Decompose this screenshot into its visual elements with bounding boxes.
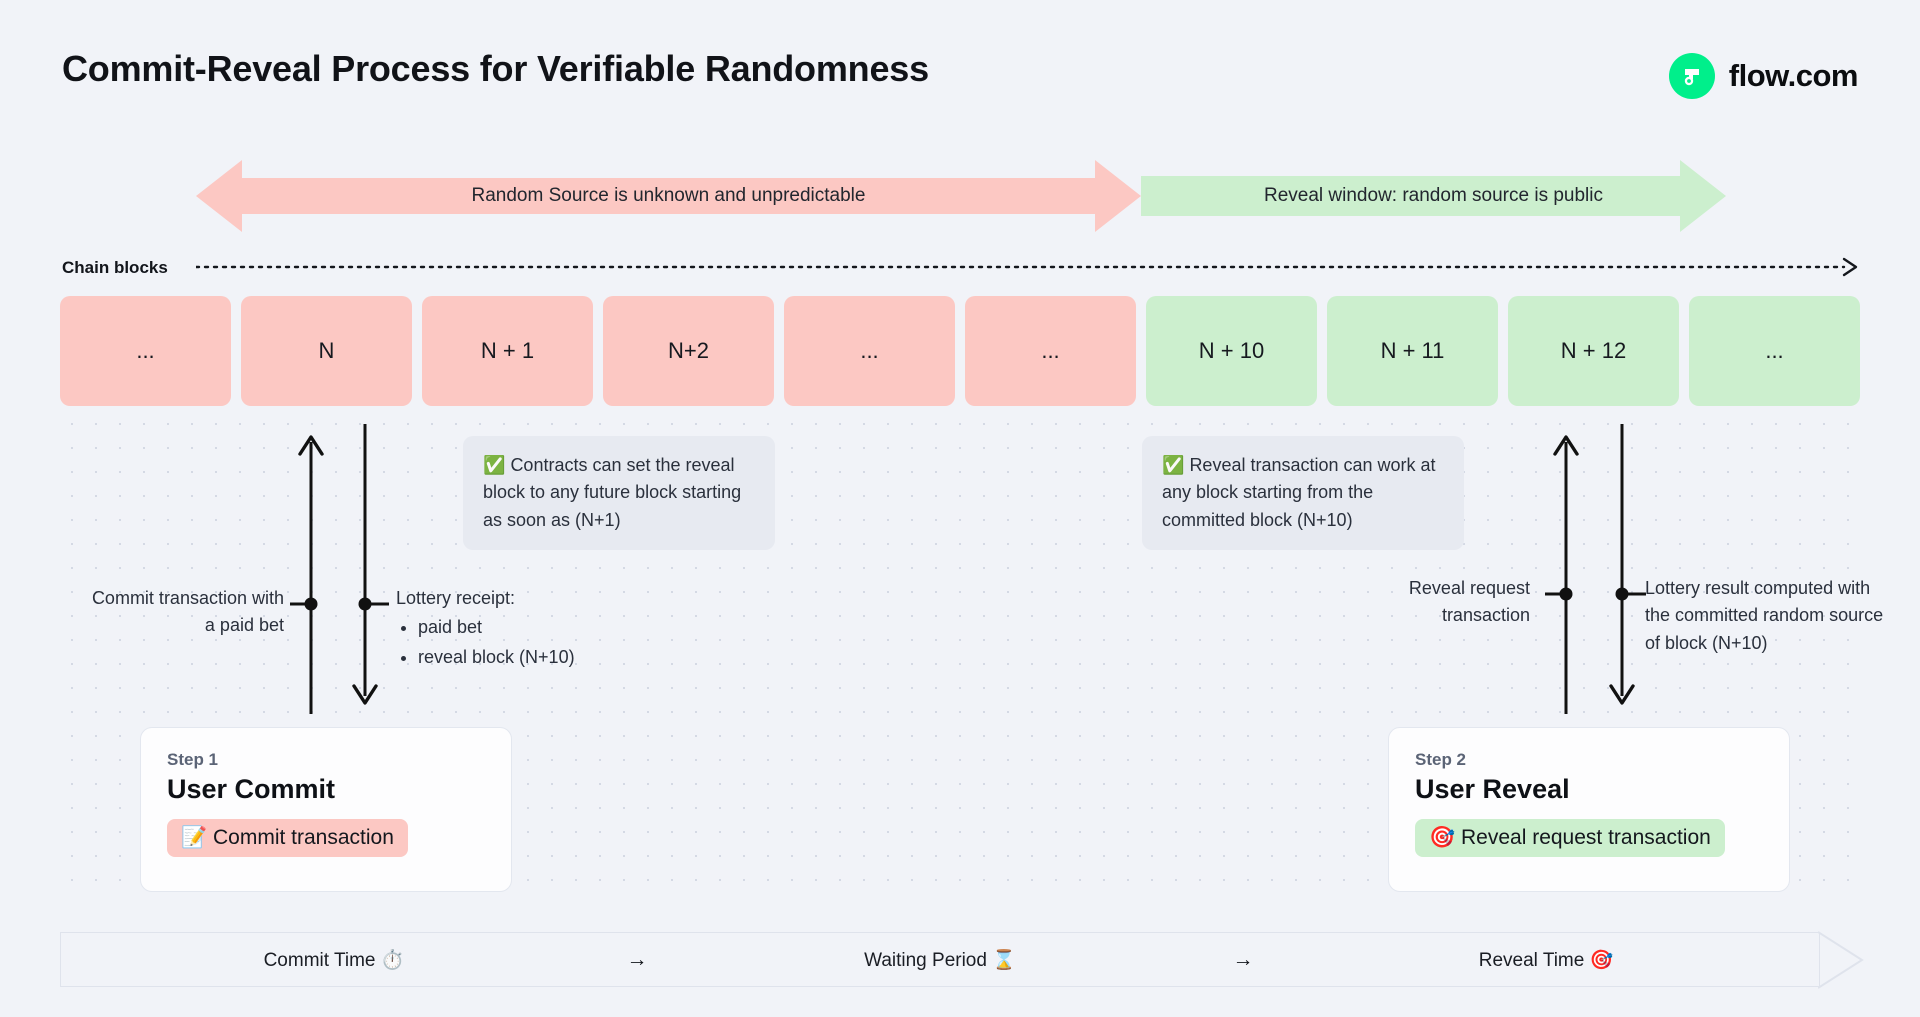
step-pill-label: Reveal request transaction: [1461, 826, 1711, 849]
chain-block-label: ...: [136, 338, 155, 363]
step-pill-label: Commit transaction: [213, 826, 394, 849]
chain-block-list: ... N N + 1 N+2 ... ... N + 10 N + 11 N …: [60, 296, 1860, 406]
phase-label-reveal: Reveal window: random source is public: [1264, 185, 1603, 206]
step-title: User Reveal: [1415, 774, 1570, 804]
annotation-lottery-result: Lottery result computed with the committ…: [1645, 578, 1884, 653]
check-icon: ✅: [1162, 455, 1185, 475]
chain-block-label: N + 11: [1380, 338, 1445, 363]
step-kicker: Step 2: [1415, 750, 1467, 769]
chain-block[interactable]: N + 11: [1327, 296, 1498, 406]
annotation-commit-transaction: Commit transaction with a paid bet: [91, 588, 284, 636]
chain-block-label: N: [318, 338, 335, 363]
chain-block-label: N+2: [668, 338, 709, 363]
result-down-arrow: [1609, 424, 1646, 705]
chain-blocks-label: Chain blocks: [62, 258, 168, 277]
timeline-segment-waiting-period: Waiting Period ⌛: [864, 949, 1016, 971]
chain-block-label: N + 10: [1198, 338, 1265, 363]
brand-name: flow.com: [1728, 58, 1859, 93]
chain-axis-line: [196, 257, 1858, 277]
timeline-bar: Commit Time ⏱️ → Waiting Period ⌛ → Reve…: [60, 932, 1820, 987]
step-pill-reveal-request-transaction[interactable]: 🎯 Reveal request transaction: [1415, 819, 1725, 857]
flow-logo-icon: [1668, 53, 1715, 99]
chain-block[interactable]: N: [241, 296, 412, 406]
chain-block-label: ...: [1765, 338, 1784, 363]
chain-block[interactable]: N + 10: [1146, 296, 1317, 406]
receipt-list: paid bet reveal block (N+10): [418, 614, 686, 671]
note-commit-text: Contracts can set the reveal block to an…: [483, 455, 742, 530]
step-kicker: Step 1: [167, 750, 219, 769]
timeline-end-arrow-icon: [1818, 931, 1864, 989]
phase-arrow-unknown: Random Source is unknown and unpredictab…: [196, 158, 1141, 234]
note-reveal-text: Reveal transaction can work at any block…: [1162, 455, 1436, 530]
phase-arrow-row: Random Source is unknown and unpredictab…: [0, 158, 1920, 234]
target-icon: 🎯: [1429, 826, 1456, 849]
note-reveal-window: ✅ Reveal transaction can work at any blo…: [1142, 436, 1464, 551]
step-pill-commit-transaction[interactable]: 📝 Commit transaction: [167, 819, 408, 857]
annotation-lottery-receipt: Lottery receipt: paid bet reveal block (…: [396, 585, 686, 671]
page-title: Commit-Reveal Process for Verifiable Ran…: [62, 48, 929, 89]
chain-block-label: ...: [1041, 338, 1060, 363]
chain-block[interactable]: N+2: [603, 296, 774, 406]
chain-block[interactable]: ...: [784, 296, 955, 406]
chain-block[interactable]: N + 1: [422, 296, 593, 406]
chain-block-label: N + 1: [480, 338, 535, 363]
annotation-reveal-request: Reveal request transaction: [1408, 578, 1530, 626]
brand-logo: flow.com: [1668, 53, 1859, 99]
list-item: paid bet: [418, 614, 686, 641]
step-card-user-commit[interactable]: Step 1 User Commit 📝 Commit transaction: [140, 727, 512, 892]
commit-up-arrow: [290, 435, 324, 714]
chain-block-label: ...: [860, 338, 879, 363]
step-title: User Commit: [167, 774, 336, 804]
list-item: reveal block (N+10): [418, 644, 686, 671]
receipt-title: Lottery receipt:: [396, 588, 516, 608]
reveal-up-arrow: [1545, 435, 1579, 714]
timeline-segment-commit-time: Commit Time ⏱️: [263, 949, 405, 971]
receipt-down-arrow: [352, 424, 389, 705]
note-commit-window: ✅ Contracts can set the reveal block to …: [463, 436, 775, 551]
chain-block[interactable]: ...: [1689, 296, 1860, 406]
timeline-segment-reveal-time: Reveal Time 🎯: [1478, 949, 1614, 971]
chain-block[interactable]: ...: [965, 296, 1136, 406]
step-card-user-reveal[interactable]: Step 2 User Reveal 🎯 Reveal request tran…: [1388, 727, 1790, 892]
phase-label-unknown: Random Source is unknown and unpredictab…: [471, 185, 866, 206]
memo-icon: 📝: [181, 826, 208, 849]
timeline-arrow-icon: →: [1232, 947, 1254, 971]
timeline-arrow-icon: →: [626, 947, 648, 971]
chain-block[interactable]: N + 12: [1508, 296, 1679, 406]
chain-block-label: N + 12: [1560, 338, 1627, 363]
check-icon: ✅: [483, 455, 506, 475]
phase-arrow-reveal: Reveal window: random source is public: [1141, 158, 1726, 234]
chain-block[interactable]: ...: [60, 296, 231, 406]
